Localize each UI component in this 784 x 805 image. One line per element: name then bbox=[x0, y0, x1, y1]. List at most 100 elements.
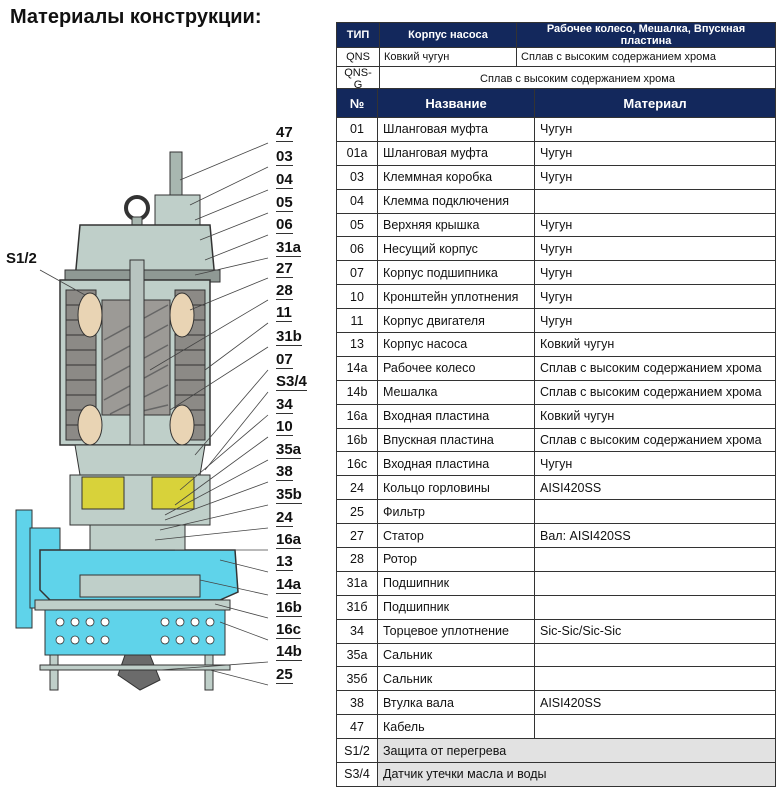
callout-07: 07 bbox=[276, 351, 293, 369]
row-num: 11 bbox=[336, 308, 378, 334]
row-num: 16a bbox=[336, 403, 378, 429]
col-header-num: № bbox=[336, 88, 378, 118]
row-num: 01 bbox=[336, 117, 378, 142]
row-name: Ротор bbox=[377, 547, 535, 572]
row-material: Ковкий чугун bbox=[534, 332, 776, 357]
row-name: Клеммная коробка bbox=[377, 164, 535, 190]
callout-35b: 35b bbox=[276, 486, 302, 504]
row-material: Сплав с высоким содержанием хрома bbox=[534, 379, 776, 405]
row-num: 03 bbox=[336, 164, 378, 190]
row-name: Клемма подключения bbox=[377, 188, 535, 214]
row-material bbox=[534, 547, 776, 572]
parts-header: Рабочее колесо, Мешалка, Впускная пласти… bbox=[516, 22, 776, 48]
row-name: Впускная пластина bbox=[377, 427, 535, 453]
row-name: Несущий корпус bbox=[377, 236, 535, 262]
row-num: 27 bbox=[336, 523, 378, 549]
callout-25: 25 bbox=[276, 666, 293, 684]
callout-10: 10 bbox=[276, 418, 293, 436]
row-name: Рабочее колесо bbox=[377, 355, 535, 381]
row-num: 10 bbox=[336, 284, 378, 310]
callout-s1-2: S1/2 bbox=[6, 250, 37, 267]
row-num: 25 bbox=[336, 499, 378, 525]
row-material: AISI420SS bbox=[534, 475, 776, 501]
type-cell: QNS bbox=[336, 47, 380, 67]
row-material: Чугун bbox=[534, 284, 776, 310]
callout-28: 28 bbox=[276, 282, 293, 300]
row-material: Чугун bbox=[534, 260, 776, 286]
row-num: 47 bbox=[336, 714, 378, 740]
row-num: S3/4 bbox=[336, 762, 378, 787]
callout-24: 24 bbox=[276, 509, 293, 527]
callout-16c: 16c bbox=[276, 621, 302, 639]
row-material: Sic-Sic/Sic-Sic bbox=[534, 618, 776, 644]
row-num: 16c bbox=[336, 451, 378, 477]
row-name: Торцевое уплотнение bbox=[377, 618, 535, 644]
row-num: S1/2 bbox=[336, 738, 378, 764]
row-num: 35a bbox=[336, 642, 378, 668]
row-material: Чугун bbox=[534, 451, 776, 477]
callout-14b: 14b bbox=[276, 643, 302, 661]
row-num: 38 bbox=[336, 690, 378, 716]
callout-31b: 31b bbox=[276, 328, 302, 346]
row-name: Шланговая муфта bbox=[377, 117, 535, 142]
callout-03: 03 bbox=[276, 148, 293, 166]
row-material: Чугун bbox=[534, 308, 776, 334]
page-title: Материалы конструкции: bbox=[10, 6, 262, 28]
row-num: 35б bbox=[336, 666, 378, 692]
type-header: ТИП bbox=[336, 22, 380, 48]
callout-05: 05 bbox=[276, 194, 293, 212]
row-material: Чугун bbox=[534, 236, 776, 262]
row-num: 24 bbox=[336, 475, 378, 501]
row-material: Чугун bbox=[534, 212, 776, 238]
callout-31a: 31a bbox=[276, 239, 302, 257]
row-name: Кольцо горловины bbox=[377, 475, 535, 501]
row-name: Датчик утечки масла и воды bbox=[377, 762, 776, 787]
row-material bbox=[534, 594, 776, 620]
row-material: Чугун bbox=[534, 117, 776, 142]
callout-16b: 16b bbox=[276, 599, 302, 617]
callout-16a: 16a bbox=[276, 531, 302, 549]
row-material: Чугун bbox=[534, 140, 776, 166]
callout-27: 27 bbox=[276, 260, 293, 278]
row-name: Входная пластина bbox=[377, 403, 535, 429]
callout-34: 34 bbox=[276, 396, 293, 414]
merged-cell: Сплав с высоким содержанием хрома bbox=[379, 66, 776, 92]
row-name: Втулка вала bbox=[377, 690, 535, 716]
type-table: ТИП Корпус насоса Рабочее колесо, Мешалк… bbox=[336, 22, 776, 92]
row-material bbox=[534, 666, 776, 692]
row-num: 16b bbox=[336, 427, 378, 453]
row-material: Чугун bbox=[534, 164, 776, 190]
callout-04: 04 bbox=[276, 171, 293, 189]
col-header-material: Материал bbox=[534, 88, 776, 118]
body-cell: Ковкий чугун bbox=[379, 47, 517, 67]
row-name: Сальник bbox=[377, 642, 535, 668]
callout-14a: 14a bbox=[276, 576, 302, 594]
row-material: Вал: AISI420SS bbox=[534, 523, 776, 549]
row-material bbox=[534, 642, 776, 668]
row-name: Кронштейн уплотнения bbox=[377, 284, 535, 310]
row-name: Подшипник bbox=[377, 594, 535, 620]
row-name: Корпус двигателя bbox=[377, 308, 535, 334]
callout-35a: 35a bbox=[276, 441, 302, 459]
row-material bbox=[534, 714, 776, 740]
row-name: Мешалка bbox=[377, 379, 535, 405]
callout-06: 06 bbox=[276, 216, 293, 234]
row-material: Сплав с высоким содержанием хрома bbox=[534, 355, 776, 381]
